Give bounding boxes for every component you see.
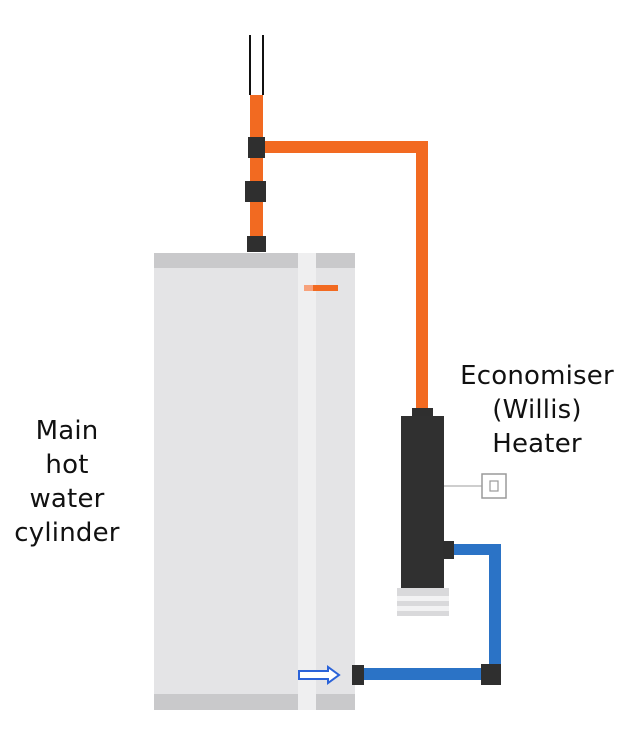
economiser-heater-label: Economiser (Willis) Heater <box>441 359 633 461</box>
economiser-heater-label-line: Economiser <box>460 361 614 391</box>
cold-pipe-fittings <box>352 664 501 685</box>
main-cylinder-label: Main hot water cylinder <box>0 414 134 550</box>
flow-arrow-icon <box>298 665 341 685</box>
main-cylinder-label-line: Main <box>35 416 99 446</box>
cold-water-pipe <box>360 544 501 680</box>
economiser-heater-label-line: (Willis) <box>492 395 582 425</box>
hot-water-pipe <box>250 95 428 409</box>
economiser-heater <box>397 408 454 616</box>
main-cylinder-label-line: water <box>29 484 105 514</box>
economiser-heater-label-line: Heater <box>492 429 582 459</box>
switch-icon <box>444 473 507 499</box>
hot-pipe-fittings <box>245 137 266 252</box>
main-hot-water-cylinder <box>154 253 355 710</box>
main-cylinder-label-line: cylinder <box>14 518 120 548</box>
top-wires <box>249 35 264 95</box>
main-cylinder-label-line: hot <box>45 450 89 480</box>
